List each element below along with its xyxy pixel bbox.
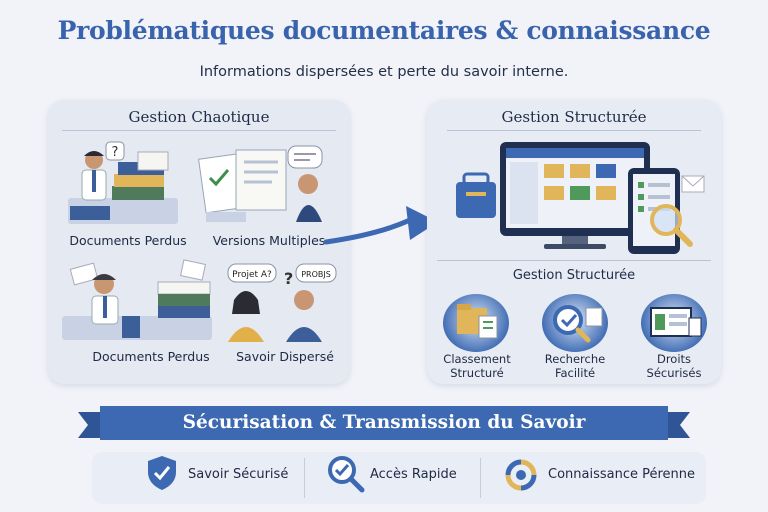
cell-label-lost-documents: Documents Perdus xyxy=(69,233,187,248)
cell-label-lost-documents-2: Documents Perdus xyxy=(92,349,210,364)
feature-rights-label: Droits Sécurisés xyxy=(646,352,702,380)
structured-panel-title: Gestion Structurée xyxy=(501,108,647,126)
benefit-secure-label: Savoir Sécurisé xyxy=(188,467,289,482)
cell-label-multiple-versions: Versions Multiples xyxy=(212,233,326,248)
cycle-arrows-icon xyxy=(505,459,537,491)
page-title: Problématiques documentaires & connaissa… xyxy=(57,16,711,45)
lost-documents-2-illustration xyxy=(62,259,212,340)
benefit-access-label: Accès Rapide xyxy=(370,467,457,482)
bubble-project-text: Projet A? xyxy=(232,270,272,280)
search-icon xyxy=(542,294,608,352)
feature-search-label: Recherche Facilité xyxy=(544,352,606,380)
lost-documents-illustration: ? xyxy=(68,141,178,224)
secured-rights-icon xyxy=(641,294,707,352)
cell-label-dispersed-knowledge: Savoir Dispersé xyxy=(236,349,334,364)
banner-title: Sécurisation & Transmission du Savoir xyxy=(182,412,586,433)
bubble-text: ? xyxy=(112,145,119,160)
transition-arrow xyxy=(323,206,438,245)
bubble-probjs-text: PROBJS xyxy=(301,270,331,279)
magnifier-icon xyxy=(328,456,365,493)
separator xyxy=(480,458,481,498)
divider xyxy=(62,130,336,131)
benefits-bar xyxy=(92,452,706,504)
structured-system-illustration xyxy=(456,142,705,254)
project-bubble: Projet A? xyxy=(227,263,277,283)
feature-classification-label: Classement Structuré xyxy=(443,352,511,380)
divider xyxy=(447,130,701,131)
separator xyxy=(304,458,305,498)
question-bubble: ? xyxy=(105,141,125,161)
banner-ribbon xyxy=(78,406,690,440)
dispersed-knowledge-illustration: Projet A? ? PROBJS xyxy=(227,263,337,342)
multiple-versions-illustration xyxy=(198,145,323,222)
divider xyxy=(437,260,711,261)
structured-subtitle: Gestion Structurée xyxy=(512,268,636,283)
probjs-bubble: PROBJS xyxy=(295,263,337,283)
page-subtitle: Informations dispersées et perte du savo… xyxy=(199,64,569,80)
question-mark: ? xyxy=(284,269,293,288)
chaotic-panel-title: Gestion Chaotique xyxy=(128,108,270,126)
benefit-lasting-label: Connaissance Pérenne xyxy=(548,467,696,482)
shield-check-icon xyxy=(148,456,176,490)
classification-icon xyxy=(443,294,509,352)
